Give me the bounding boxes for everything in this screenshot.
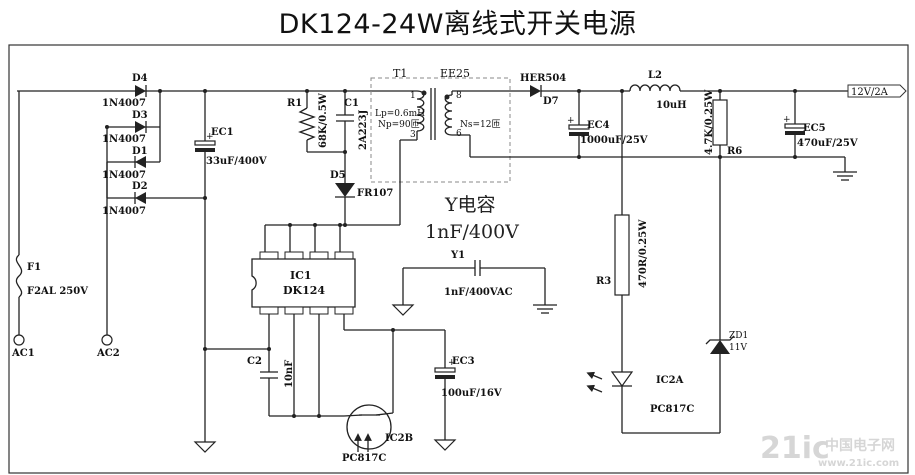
t1-primary: Lp=0.6mH — [375, 109, 425, 119]
ec5-ref: EC5 — [803, 123, 826, 134]
schematic-title: DK124-24W离线式开关电源 — [278, 9, 637, 40]
ec3-value: 100uF/16V — [441, 388, 502, 399]
t1-ns: Ns=12匝 — [460, 119, 501, 130]
ic2b-ref: IC2B — [385, 433, 413, 444]
ac2-terminal — [101, 334, 113, 346]
y1-capacitor — [391, 260, 557, 316]
svg-text:+: + — [448, 358, 456, 368]
ec5-value: 470uF/25V — [797, 138, 858, 149]
ac1-terminal — [13, 334, 25, 346]
f1-ref: F1 — [27, 262, 41, 273]
t1-pin1: 1 — [410, 91, 416, 101]
t1-pin8: 8 — [456, 91, 462, 101]
d4-ref: D4 — [132, 73, 148, 84]
c1-value: 2A223J — [358, 109, 369, 150]
r3-ref: R3 — [596, 276, 611, 287]
ic1-part: DK124 — [283, 284, 325, 297]
border-frame — [8, 44, 909, 474]
ec4-value: 1000uF/25V — [580, 135, 648, 146]
svg-text:+: + — [783, 115, 791, 125]
d3-part: 1N4007 — [102, 134, 146, 145]
output-label: 12V/2A — [851, 87, 889, 98]
ground-icon — [193, 440, 217, 453]
svg-text:+: + — [206, 132, 214, 142]
l2-ref: L2 — [648, 70, 662, 81]
ycap-note-title: Y电容 — [444, 194, 496, 216]
d3-ref: D3 — [132, 110, 148, 121]
snubber-network — [298, 89, 355, 225]
output-rectifier-d7 — [530, 85, 630, 97]
ec1-value: 33uF/400V — [206, 156, 267, 167]
svg-text:21ic: 21ic — [760, 431, 830, 466]
c2-ref: C2 — [247, 356, 262, 367]
zd1-value: 11V — [729, 343, 747, 353]
r6-ref: R6 — [727, 146, 742, 157]
ec3-ref: EC3 — [452, 356, 475, 367]
d4-part: 1N4007 — [102, 98, 146, 109]
f1-value: F2AL 250V — [27, 286, 88, 297]
y1-value: 1nF/400VAC — [444, 287, 513, 298]
ec1-ref: EC1 — [211, 127, 234, 138]
ic2b-part: PC817C — [342, 453, 386, 464]
l2-value: 10uH — [656, 100, 687, 111]
r6-value: 4.7K/0.25W — [704, 89, 715, 155]
ic2a-ref: IC2A — [656, 375, 684, 386]
c2-value: 10nF — [284, 360, 295, 388]
ec4-capacitor: + — [567, 89, 590, 159]
t1-pin6: 6 — [456, 129, 462, 139]
d5-ref: D5 — [330, 170, 346, 181]
r1-value: 68K/0.5W — [318, 92, 329, 148]
watermark-logo: 21ic 中国电子网 www.21ic.com — [760, 431, 899, 469]
y1-ref: Y1 — [450, 250, 465, 261]
r3-ic2a-branch — [586, 89, 720, 434]
svg-text:中国电子网: 中国电子网 — [825, 437, 895, 454]
ac1-label: AC1 — [11, 348, 35, 359]
ac2-label: AC2 — [96, 348, 120, 359]
ic1-chip — [251, 223, 400, 416]
t1-np: Np=90匝 — [378, 119, 420, 130]
d5-part: FR107 — [357, 188, 393, 199]
transformer-t1 — [370, 77, 530, 225]
d7-part: HER504 — [520, 73, 566, 84]
c1-ref: C1 — [344, 98, 359, 109]
ec3-capacitor: + — [344, 328, 457, 451]
ic2a-part: PC817C — [650, 404, 694, 415]
zd1-ref: ZD1 — [729, 331, 748, 341]
ic2b-phototransistor — [343, 404, 394, 452]
d2-part: 1N4007 — [102, 206, 146, 217]
c2-capacitor — [203, 347, 344, 418]
ec4-ref: EC4 — [587, 120, 610, 131]
t1-pin3: 3 — [410, 130, 416, 140]
ec1-capacitor: + — [194, 91, 216, 440]
r3-value: 470R/0.25W — [638, 219, 649, 288]
bridge-rectifier — [17, 85, 400, 335]
t1-ref: T1 — [393, 67, 407, 80]
d2-ref: D2 — [132, 181, 148, 192]
output-terminal-tag — [847, 84, 907, 98]
d7-ref: D7 — [543, 96, 559, 107]
fuse-f1 — [15, 254, 23, 298]
d1-ref: D1 — [132, 146, 148, 157]
r6-zd1-branch — [705, 89, 735, 433]
r1-ref: R1 — [287, 98, 302, 109]
d1-part: 1N4007 — [102, 170, 146, 181]
svg-text:www.21ic.com: www.21ic.com — [818, 458, 899, 469]
inductor-l2 — [629, 84, 848, 92]
ycap-note-value: 1nF/400V — [425, 221, 519, 243]
ec5-capacitor: + — [783, 89, 806, 159]
ground-icon — [833, 157, 857, 181]
ic1-ref: IC1 — [290, 269, 312, 282]
svg-text:+: + — [567, 116, 575, 126]
t1-core: EE25 — [440, 67, 470, 80]
